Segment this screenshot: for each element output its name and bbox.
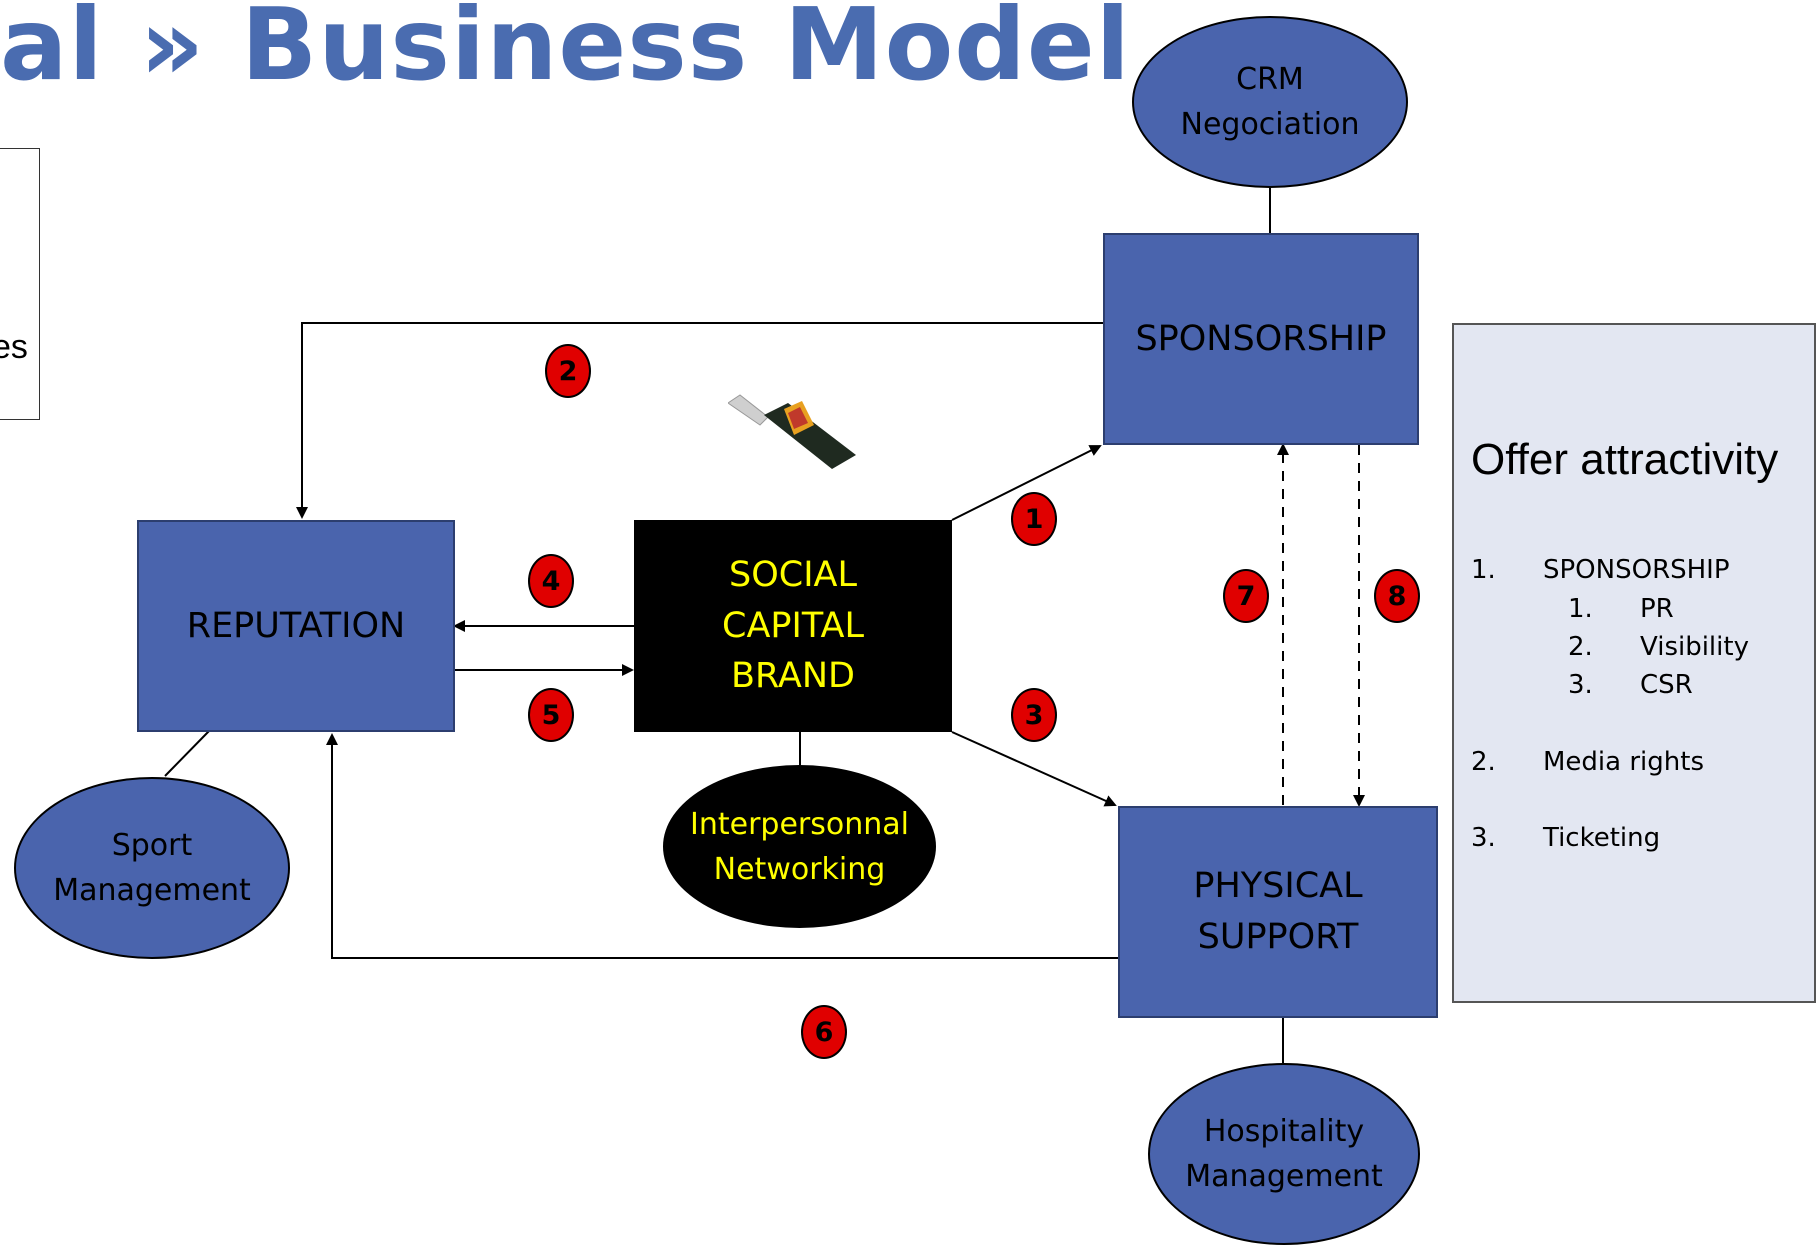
physical-label: PHYSICAL — [1193, 866, 1363, 907]
offer-item-2-label: Media rights — [1543, 747, 1704, 777]
partial-text-box — [0, 148, 40, 420]
offer-sub-1-num: 1. — [1568, 594, 1593, 624]
offer-panel-title: Offer attractivity — [1471, 435, 1779, 484]
sport-connector — [164, 729, 211, 777]
sport-label: Sport — [111, 828, 193, 863]
offer-item-2-num: 2. — [1471, 747, 1496, 777]
brand-label: BRAND — [730, 656, 855, 697]
arrow-3 — [951, 731, 1117, 807]
arrow-1 — [951, 445, 1102, 521]
offer-item-3-label: Ticketing — [1543, 823, 1661, 853]
offer-sub-2-num: 2. — [1568, 632, 1593, 662]
social-label: SOCIAL — [729, 554, 857, 595]
social-capital-brand-box: SOCIAL CAPITAL BRAND — [634, 520, 952, 732]
arrow-2 — [296, 322, 1103, 519]
badge-4: 4 — [528, 554, 574, 608]
offer-item-1-num: 1. — [1471, 555, 1496, 585]
offer-sub-2-label: Visibility — [1640, 632, 1749, 662]
offer-sub-3-label: CSR — [1640, 670, 1693, 700]
badge-3: 3 — [1011, 688, 1057, 742]
partial-text-box-label: es — [0, 328, 28, 366]
capital-label: CAPITAL — [722, 605, 864, 646]
arrow-6 — [326, 733, 1118, 959]
offer-sub-3-num: 3. — [1568, 670, 1593, 700]
badge-6: 6 — [801, 1005, 847, 1059]
offer-sub-1-label: PR — [1640, 594, 1674, 624]
reputation-box: REPUTATION — [137, 520, 455, 732]
badge-8: 8 — [1374, 569, 1420, 623]
crm-negociation-ellipse: CRM Negociation — [1132, 16, 1408, 188]
crm-label: CRM — [1236, 62, 1304, 97]
hospitality-label: Hospitality — [1203, 1114, 1365, 1149]
badge-5: 5 — [528, 688, 574, 742]
badge-1: 1 — [1011, 492, 1057, 546]
interpersonnal-label: Interpersonnal — [690, 806, 909, 842]
page-title: al » Business Model — [0, 0, 1131, 103]
badge-2: 2 — [545, 344, 591, 398]
support-label: SUPPORT — [1197, 917, 1359, 957]
management-label: Management — [53, 873, 251, 908]
sponsorship-box: SPONSORSHIP — [1103, 233, 1419, 445]
physical-support-box: PHYSICAL SUPPORT — [1118, 806, 1438, 1018]
offer-item-3-num: 3. — [1471, 823, 1496, 853]
hospitality-management-label: Management — [1185, 1159, 1383, 1194]
sponsorship-label: SPONSORSHIP — [1135, 318, 1387, 359]
badge-7: 7 — [1223, 569, 1269, 623]
offer-item-1-label: SPONSORSHIP — [1543, 555, 1730, 585]
networking-label: Networking — [713, 851, 886, 887]
offer-attractivity-panel — [1452, 323, 1816, 1003]
glue-tube-icon — [728, 385, 863, 473]
negociation-label: Negociation — [1180, 107, 1360, 142]
reputation-label: REPUTATION — [186, 605, 406, 646]
